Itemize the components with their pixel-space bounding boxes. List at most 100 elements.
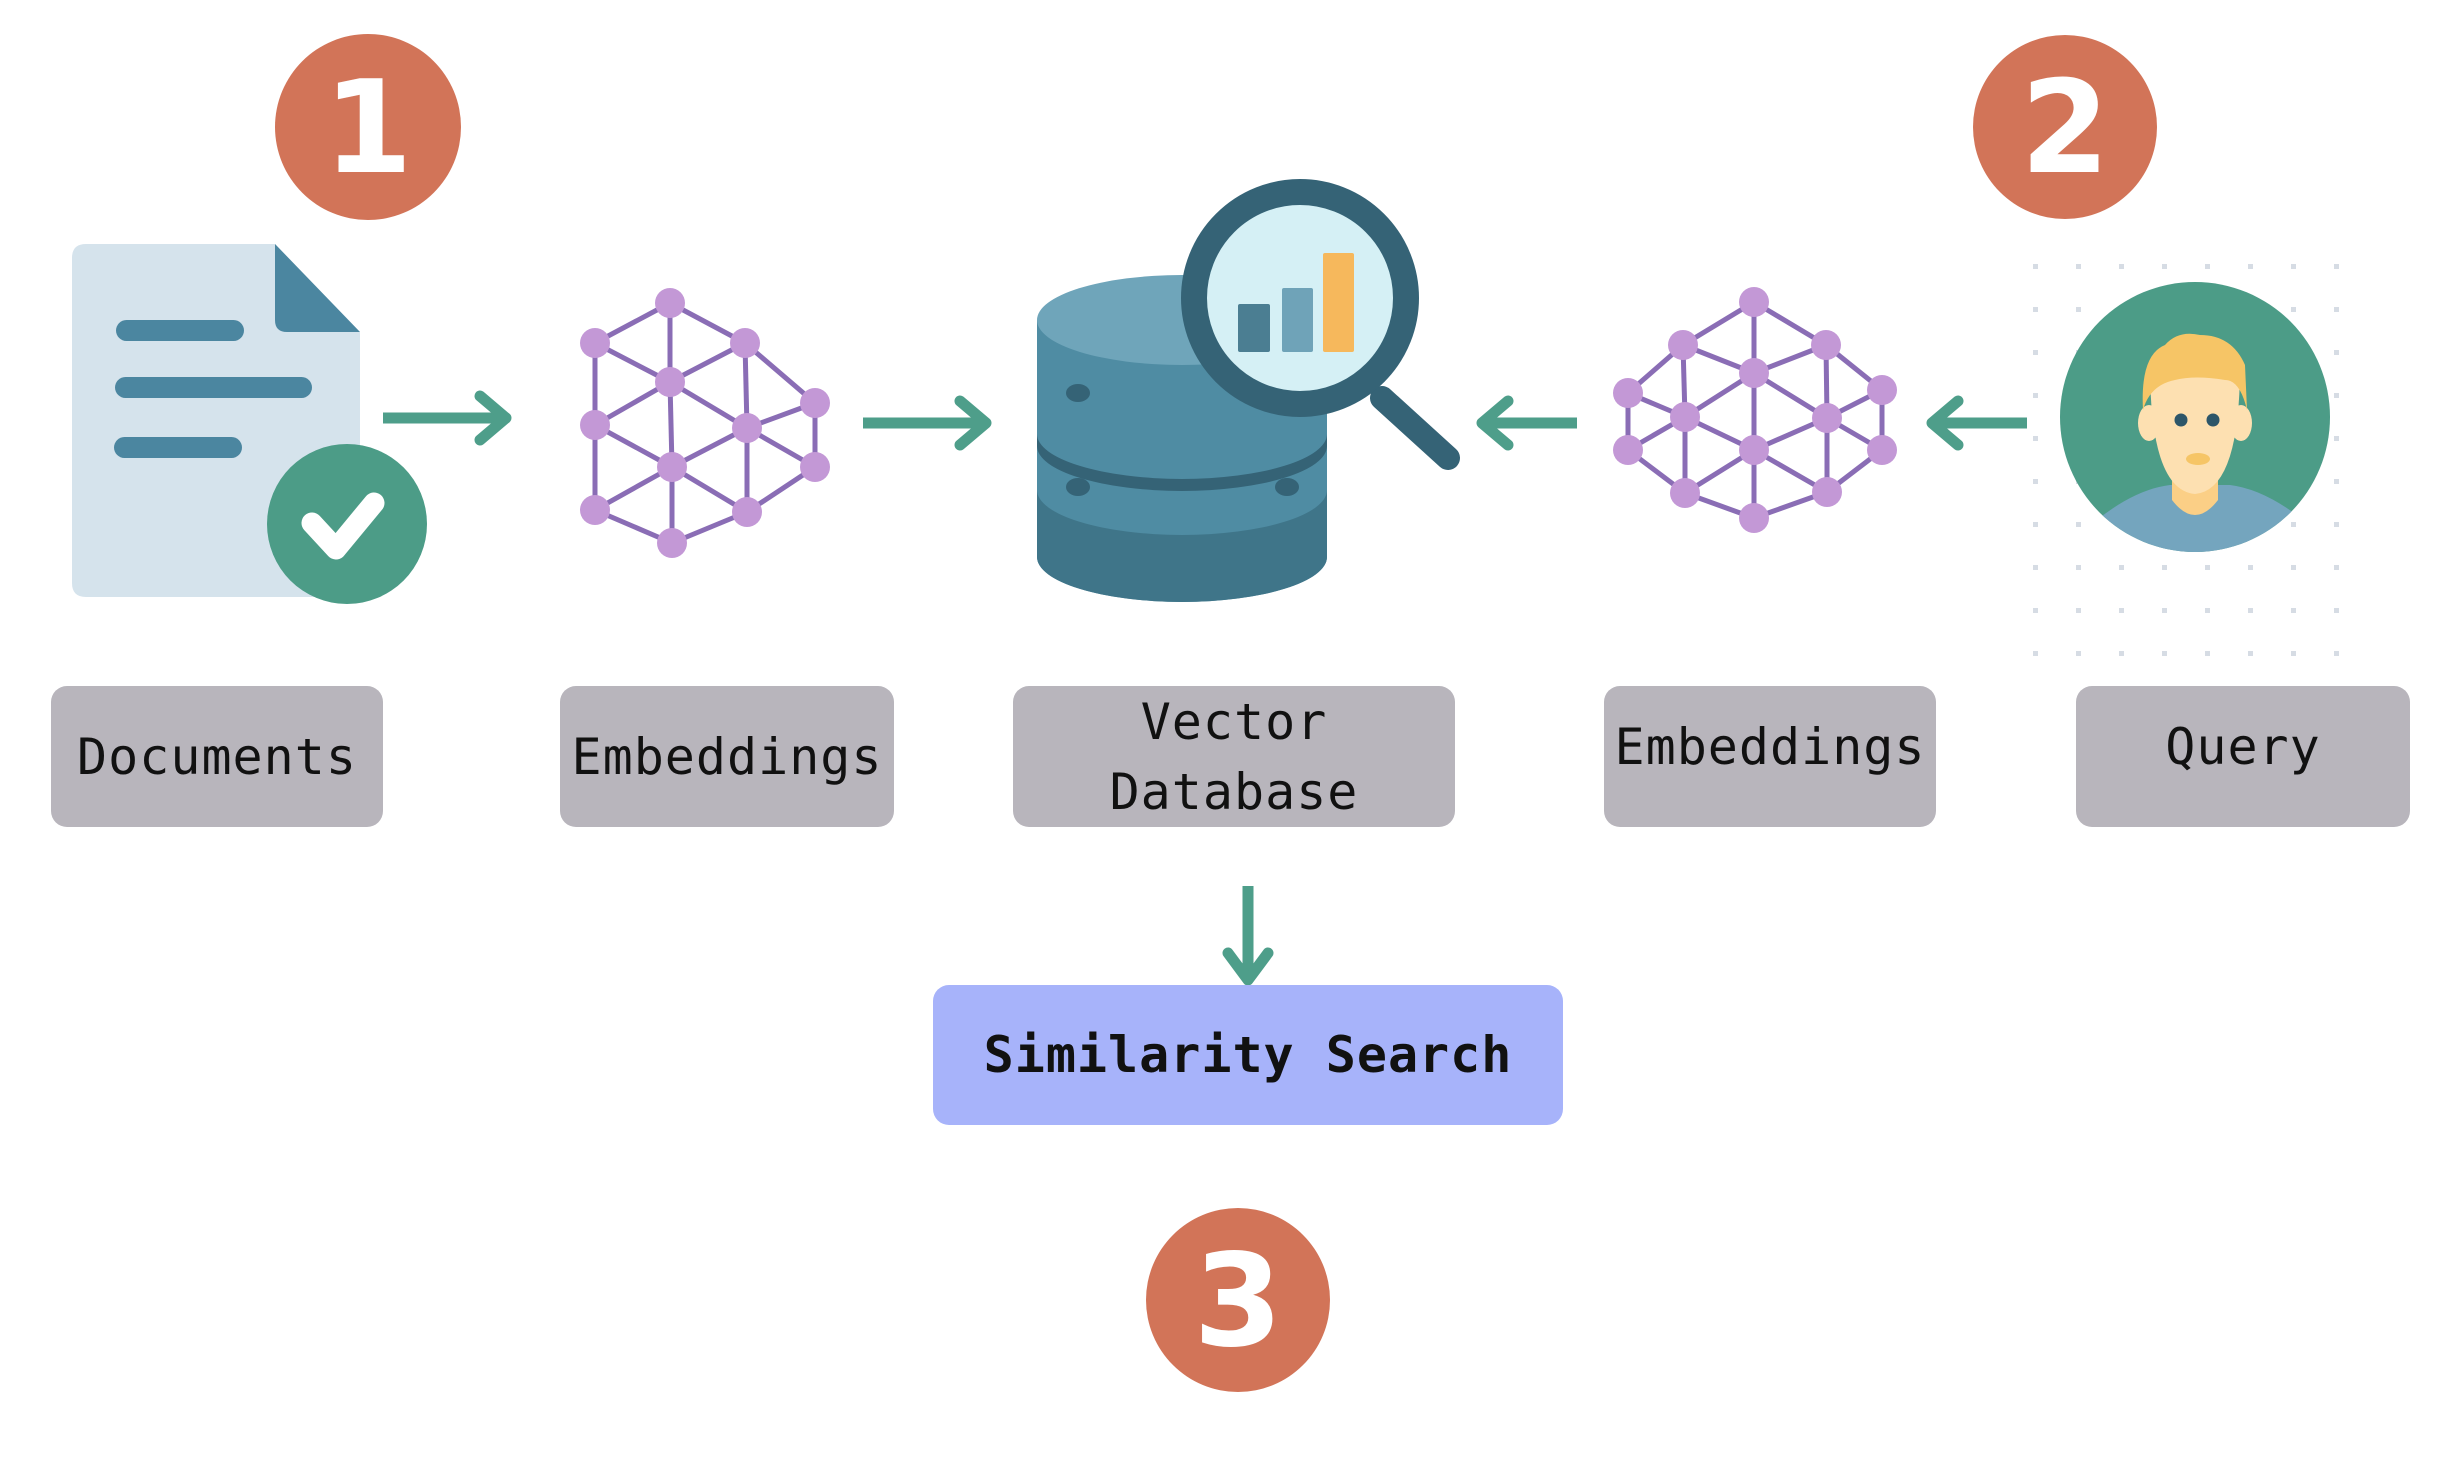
graph-node [732, 413, 762, 443]
grid-dot [2205, 565, 2210, 570]
graph-node [1739, 503, 1769, 533]
graph-node [1867, 435, 1897, 465]
document-line [114, 437, 242, 458]
grid-dot [2248, 264, 2253, 269]
grid-dot [2033, 522, 2038, 527]
grid-dot [2033, 307, 2038, 312]
graph-node [580, 495, 610, 525]
step-badge-3: 3 [1146, 1208, 1330, 1392]
step-number-1: 1 [323, 54, 412, 203]
graph-node [580, 328, 610, 358]
label-documents: Documents [51, 686, 383, 827]
grid-dot [2291, 264, 2296, 269]
arrow-database-to-similarity-search [1222, 886, 1274, 986]
grid-dot [2119, 264, 2124, 269]
graph-node [1668, 330, 1698, 360]
graph-node [1812, 477, 1842, 507]
arrow-documents-to-embeddings [383, 390, 512, 446]
graph-node [580, 410, 610, 440]
grid-dot [2248, 608, 2253, 613]
lens-bar [1323, 253, 1354, 352]
grid-dot [2162, 651, 2167, 656]
grid-dot [2334, 436, 2339, 441]
graph-edge [743, 341, 817, 405]
grid-dot [2033, 651, 2038, 656]
grid-dot [2076, 522, 2081, 527]
similarity-search-text: Similarity Search [983, 1026, 1513, 1084]
grid-dot [2205, 608, 2210, 613]
grid-dot [2334, 565, 2339, 570]
check-icon [267, 444, 427, 604]
grid-dot [2033, 436, 2038, 441]
grid-dot [2119, 608, 2124, 613]
grid-dot [2162, 264, 2167, 269]
graph-node [1811, 330, 1841, 360]
graph-node [1739, 287, 1769, 317]
network-graph-icon [580, 288, 830, 558]
label-embeddings-left: Embeddings [560, 686, 894, 827]
grid-dot [2334, 264, 2339, 269]
grid-dot [2291, 565, 2296, 570]
network-graph-icon [1613, 287, 1897, 533]
label-embeddings-right: Embeddings [1604, 686, 1936, 827]
grid-dot [2334, 307, 2339, 312]
graph-node [655, 367, 685, 397]
step-badge-1: 1 [275, 34, 461, 220]
user-avatar-icon [2033, 264, 2339, 656]
graph-node [1739, 435, 1769, 465]
graph-node [655, 288, 685, 318]
grid-dot [2076, 565, 2081, 570]
grid-dot [2334, 608, 2339, 613]
grid-dot [2033, 565, 2038, 570]
grid-dot [2162, 565, 2167, 570]
grid-dot [2162, 608, 2167, 613]
label-vector-database-line1: Vector [1140, 692, 1328, 751]
graph-node [1670, 402, 1700, 432]
graph-node [657, 528, 687, 558]
database-search-icon [1037, 179, 1460, 602]
label-vector-database: Vector Database [1013, 686, 1455, 827]
arrow-embeddings-to-database-left [1476, 395, 1577, 451]
grid-dot [2291, 522, 2296, 527]
grid-dot [2334, 479, 2339, 484]
label-vector-database-line2: Database [1109, 762, 1359, 821]
graph-node [1867, 375, 1897, 405]
graph-node [1739, 358, 1769, 388]
graph-node [657, 452, 687, 482]
graph-node [800, 452, 830, 482]
step-badge-2: 2 [1973, 35, 2157, 219]
graph-node [1613, 435, 1643, 465]
label-embeddings-left-text: Embeddings [571, 727, 883, 786]
grid-dot [2291, 307, 2296, 312]
arrow-embeddings-to-database [863, 395, 992, 451]
document-line [116, 320, 244, 341]
grid-dot [2033, 479, 2038, 484]
graph-node [730, 328, 760, 358]
label-documents-text: Documents [77, 727, 357, 786]
grid-dot [2291, 651, 2296, 656]
grid-dot [2334, 393, 2339, 398]
lens-bar [1282, 288, 1313, 352]
document-check-icon [72, 244, 427, 604]
label-query-text: Query [2165, 718, 2321, 776]
grid-dot [2205, 651, 2210, 656]
grid-dot [2291, 608, 2296, 613]
grid-dot [2119, 651, 2124, 656]
graph-node [1670, 478, 1700, 508]
grid-dot [2076, 608, 2081, 613]
grid-dot [2248, 565, 2253, 570]
step-number-2: 2 [2020, 54, 2109, 203]
grid-dot [2033, 608, 2038, 613]
magnifier-icon [1181, 179, 1460, 470]
graph-node [732, 497, 762, 527]
grid-dot [2076, 307, 2081, 312]
graph-node [1812, 403, 1842, 433]
grid-dot [2033, 350, 2038, 355]
grid-dot [2033, 264, 2038, 269]
grid-dot [2033, 393, 2038, 398]
document-line [115, 377, 312, 398]
lens-bar [1238, 304, 1270, 352]
grid-dot [2076, 651, 2081, 656]
step-number-3: 3 [1193, 1227, 1282, 1376]
